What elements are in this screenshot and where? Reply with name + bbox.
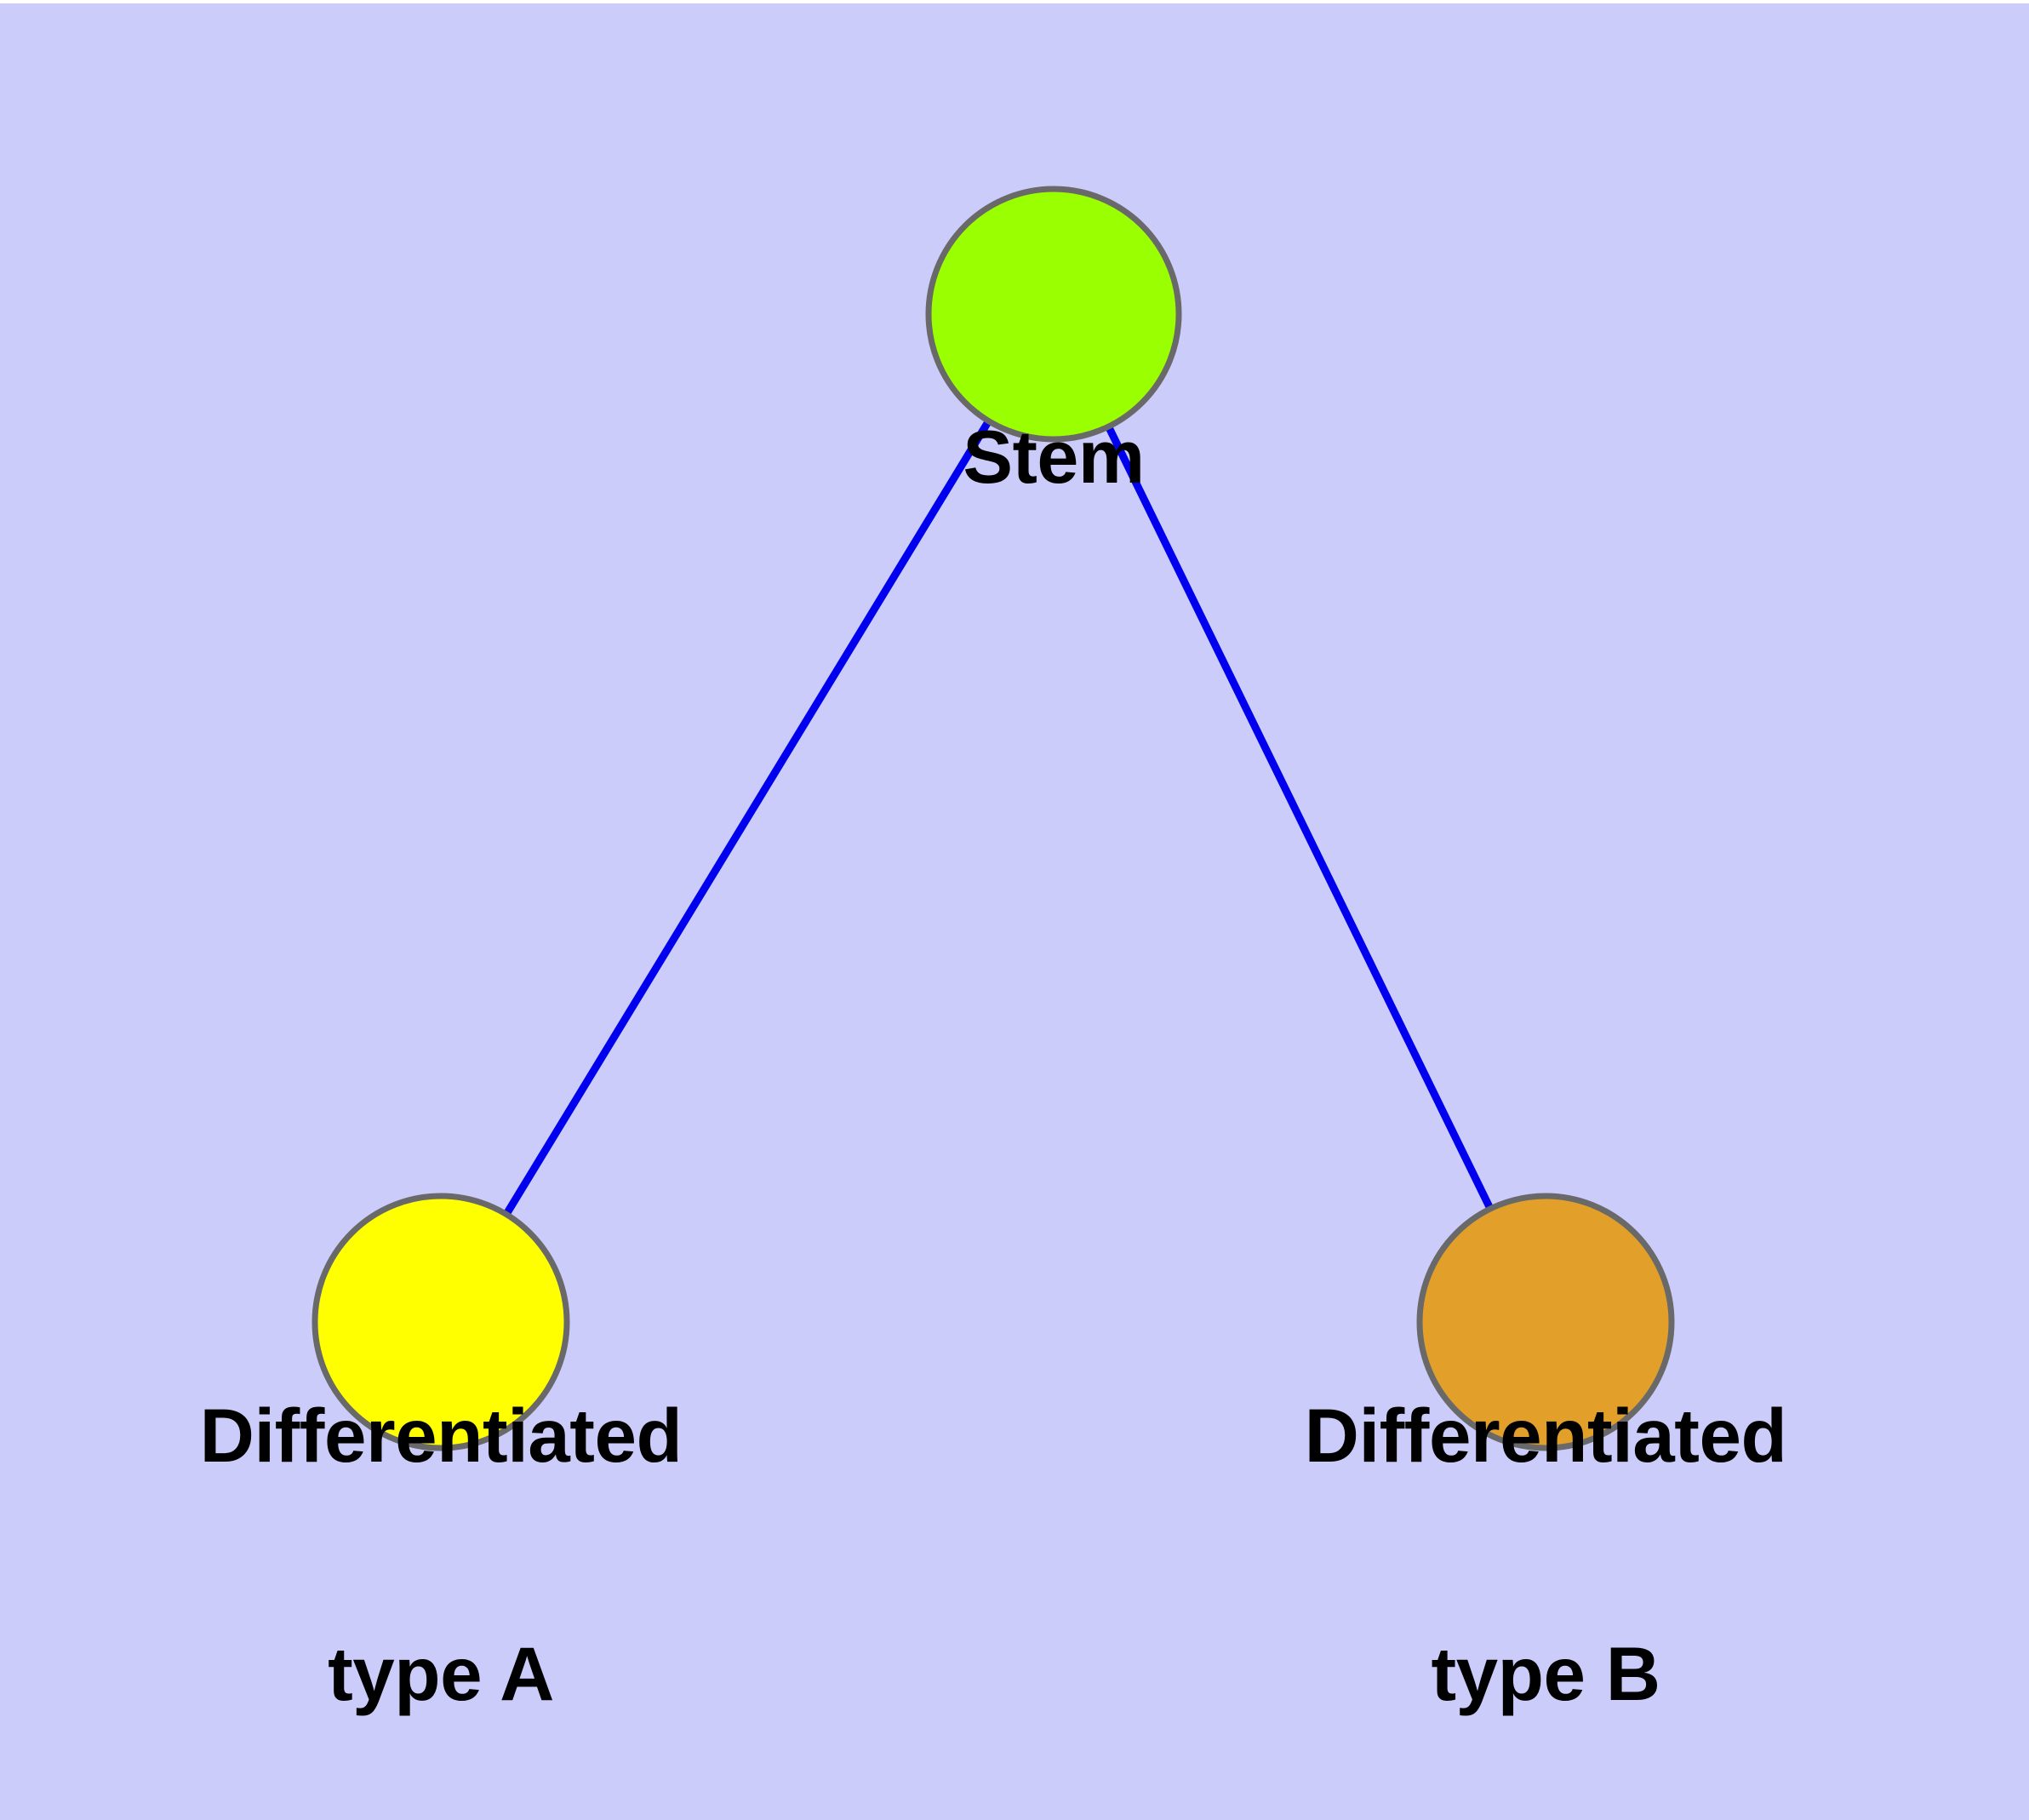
node-differentiated-type-a[interactable] [311, 1193, 570, 1451]
node-stem[interactable] [925, 186, 1182, 443]
edge-stem-to-diff-a [500, 415, 994, 1220]
node-differentiated-type-b[interactable] [1416, 1193, 1675, 1451]
edge-stem-to-diff-b [1103, 421, 1495, 1214]
node-layer [311, 186, 1675, 1451]
edge-layer [500, 415, 1495, 1220]
